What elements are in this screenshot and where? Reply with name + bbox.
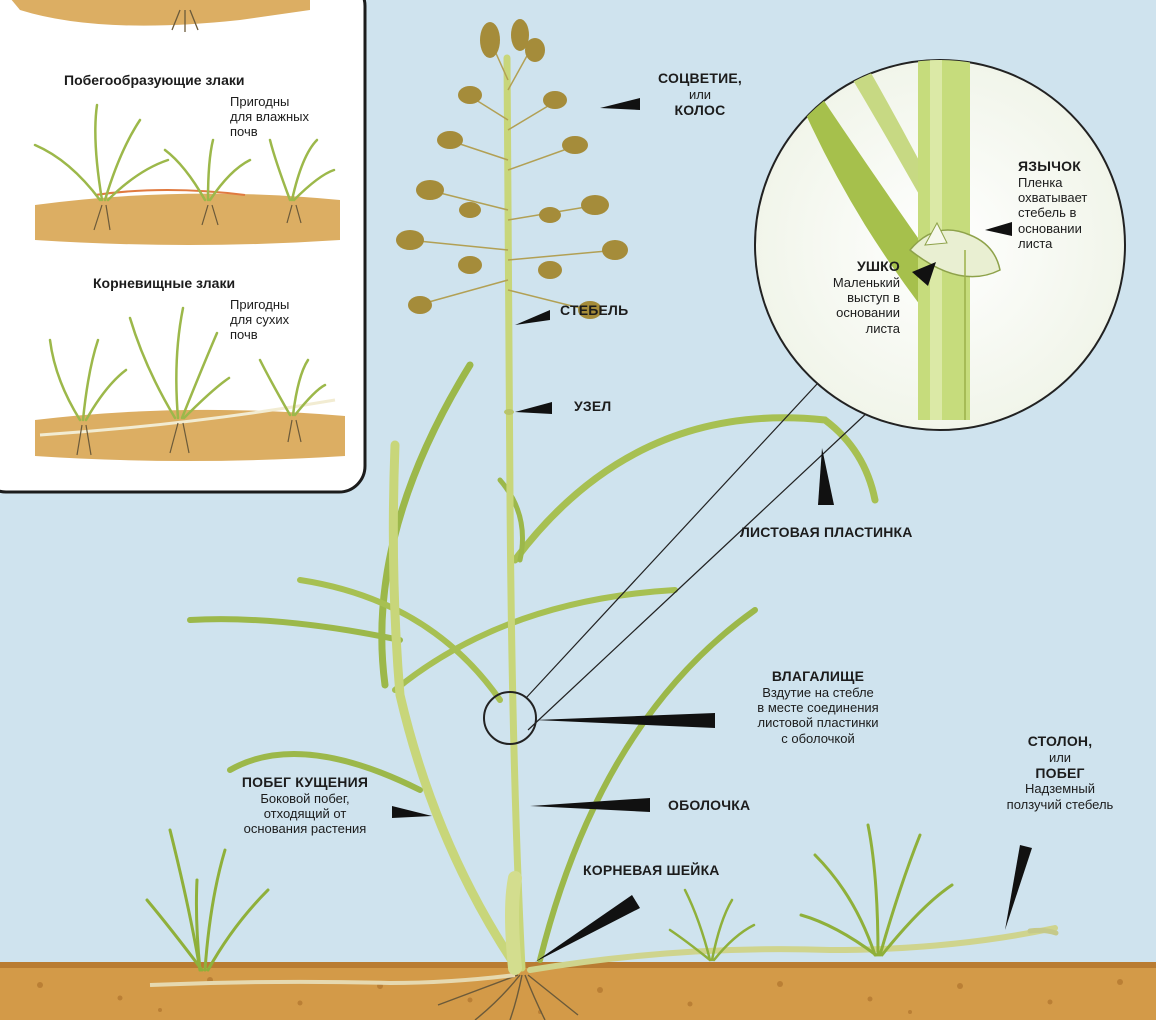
label-node: УЗЕЛ — [574, 398, 611, 415]
label-inflorescence: СОЦВЕТИЕ, или КОЛОС — [640, 70, 760, 118]
small-plant-right — [801, 825, 952, 955]
inset-row1-note: Пригодны для влажных почв — [230, 95, 309, 140]
stolon-tip — [1030, 930, 1056, 933]
pointer-inflorescence — [600, 98, 640, 110]
label-stolon: СТОЛОН, или ПОБЕГ Надземный ползучий сте… — [990, 733, 1130, 812]
small-plant-left — [147, 830, 268, 970]
stem-node — [504, 409, 514, 415]
pointer-tiller — [392, 806, 432, 818]
label-ligule: ЯЗЫЧОК Пленка охватывает стебель в основ… — [1018, 158, 1128, 251]
ligule-title: ЯЗЫЧОК — [1018, 158, 1128, 175]
ligule-desc: Пленка охватывает стебель в основании ли… — [1018, 175, 1128, 252]
label-crown: КОРНЕВАЯ ШЕЙКА — [583, 862, 720, 879]
inset-row1-title: Побегообразующие злаки — [64, 72, 244, 88]
stolon-desc: Надземный ползучий стебель — [990, 781, 1130, 812]
inflorescence-or: или — [640, 87, 760, 102]
label-blade: ЛИСТОВАЯ ПЛАСТИНКА — [740, 524, 913, 541]
inflorescence-alt: КОЛОС — [640, 102, 760, 119]
label-stem: СТЕБЕЛЬ — [560, 302, 628, 319]
stolon-or: или — [990, 750, 1130, 765]
soil — [0, 962, 1156, 1020]
main-stem-base — [512, 878, 515, 968]
stolon-title: СТОЛОН, — [990, 733, 1130, 750]
inflorescence — [396, 19, 628, 319]
tiller-stem — [393, 445, 515, 965]
tiller-title: ПОБЕГ КУЩЕНИЯ — [215, 774, 395, 791]
inset-row2-note: Пригодны для сухих почв — [230, 298, 289, 343]
pointer-stolon — [1005, 845, 1032, 930]
label-sheath-bulge: ВЛАГАЛИЩЕ Вздутие на стебле в месте соед… — [728, 668, 908, 746]
sheath-bulge-desc: Вздутие на стебле в месте соединения лис… — [728, 685, 908, 746]
auricle-title: УШКО — [795, 258, 900, 275]
pointer-sheath-bulge — [535, 713, 715, 728]
inflorescence-title: СОЦВЕТИЕ, — [640, 70, 760, 87]
label-tiller: ПОБЕГ КУЩЕНИЯ Боковой побег, отходящий о… — [215, 774, 395, 837]
stolon-alt: ПОБЕГ — [990, 765, 1130, 782]
tiller-desc: Боковой побег, отходящий от основания ра… — [215, 791, 395, 837]
pointer-node — [515, 402, 552, 414]
sheath-bulge-title: ВЛАГАЛИЩЕ — [728, 668, 908, 685]
label-auricle: УШКО Маленький выступ в основании листа — [795, 258, 900, 336]
inset-row2-title: Корневищные злаки — [93, 275, 235, 291]
label-sheath: ОБОЛОЧКА — [668, 797, 750, 814]
pointer-stem — [515, 310, 550, 325]
auricle-desc: Маленький выступ в основании листа — [795, 275, 900, 336]
